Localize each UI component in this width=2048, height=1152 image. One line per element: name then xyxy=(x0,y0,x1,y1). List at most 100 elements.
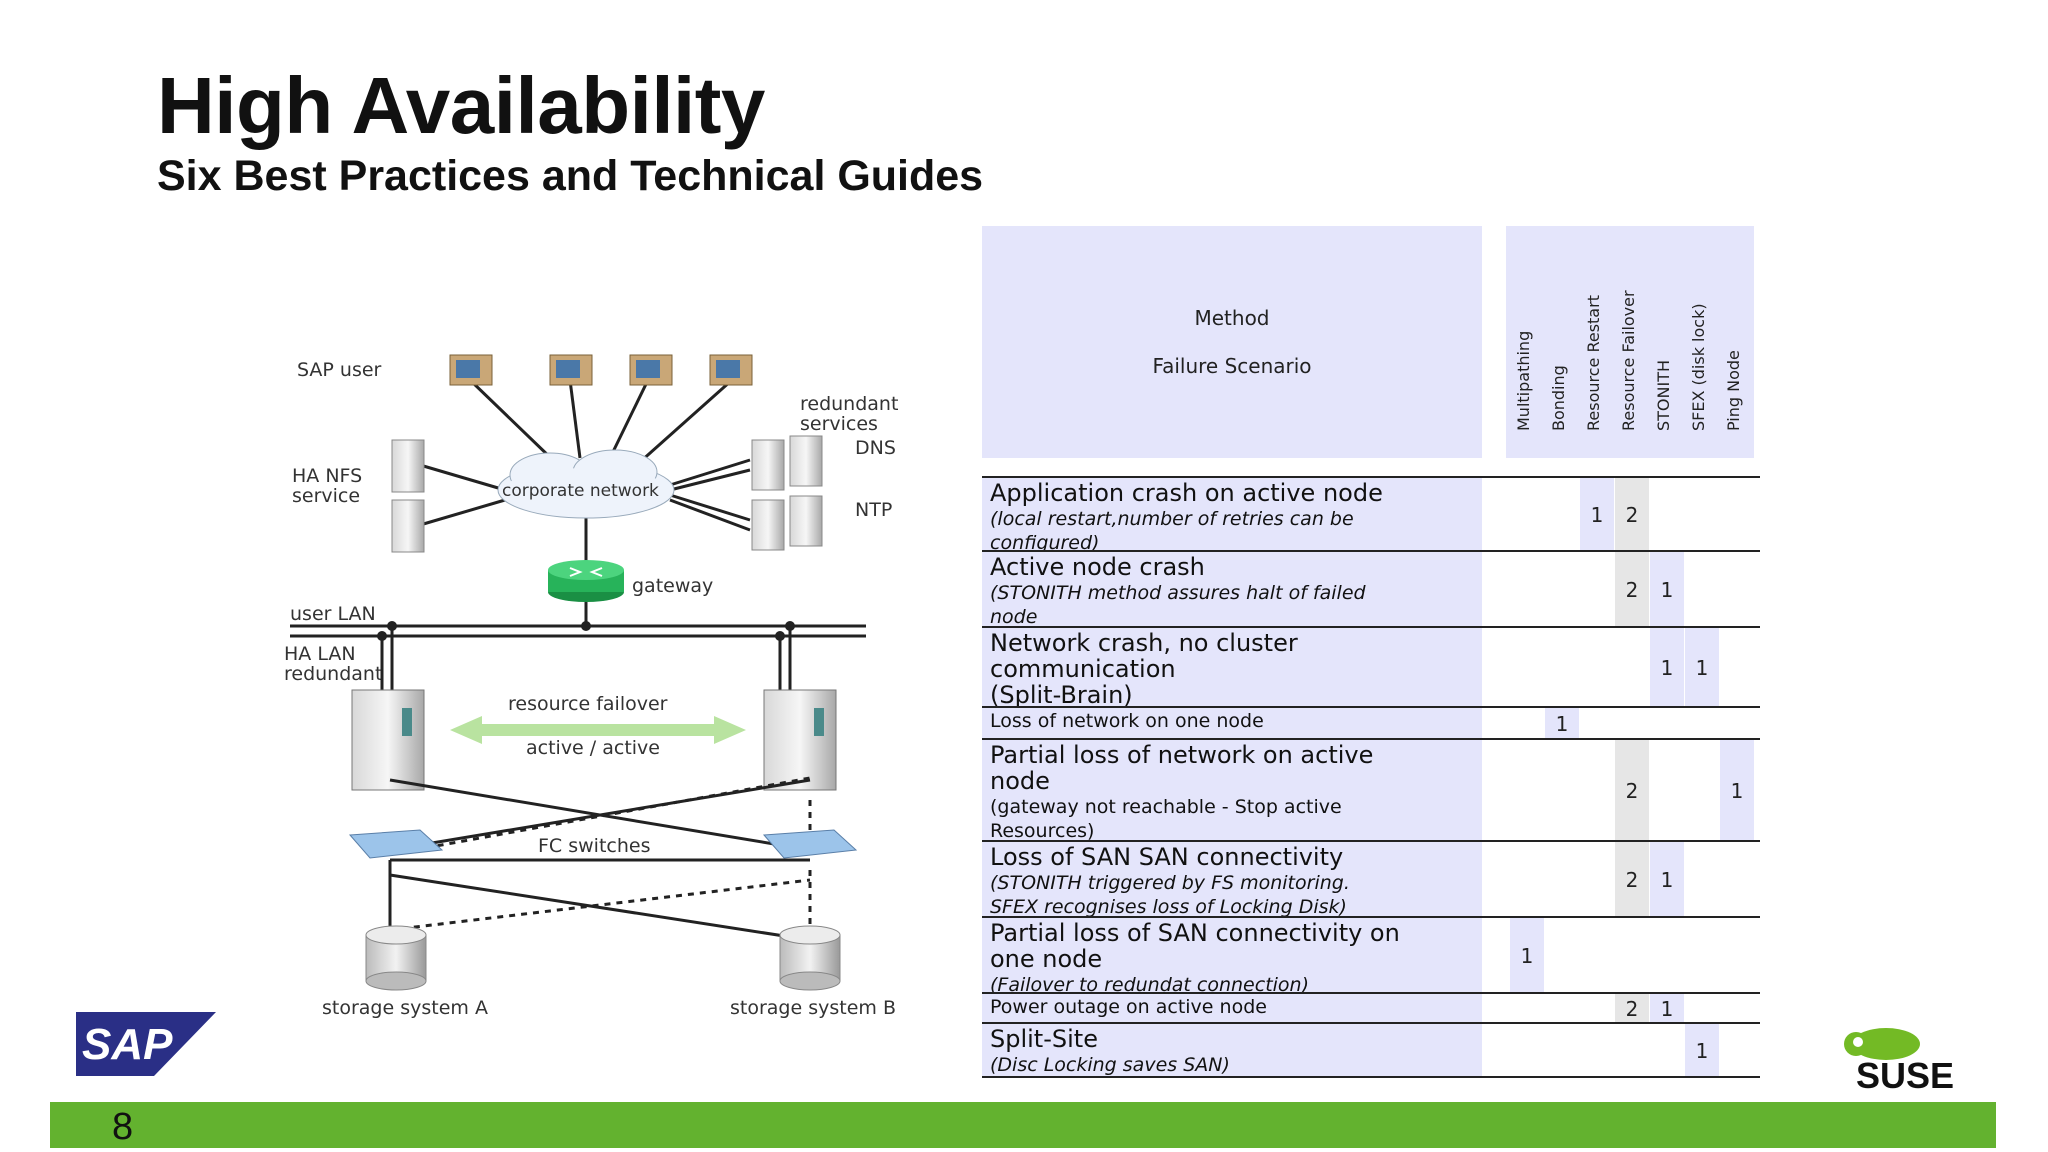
method-cell-value: 1 xyxy=(1660,578,1674,602)
column-header-label: SFEX (disk lock) xyxy=(1689,303,1708,431)
method-cell: 1 xyxy=(1650,994,1684,1024)
scenario-note: (gateway not reachable - Stop active xyxy=(990,796,1342,818)
scenario-title: node xyxy=(990,767,1050,795)
column-header-label: Resource Restart xyxy=(1584,295,1603,431)
table-row: Application crash on active node(local r… xyxy=(982,476,1760,554)
sap-user-label: SAP user xyxy=(297,359,382,381)
column-header: Ping Node xyxy=(1724,230,1744,450)
method-cell-value: 2 xyxy=(1625,503,1639,527)
active-active-label: active / active xyxy=(526,737,660,759)
method-cell-value: 2 xyxy=(1625,779,1639,803)
method-cell-value: 1 xyxy=(1660,868,1674,892)
column-header-label: Ping Node xyxy=(1724,350,1743,431)
method-cell: 1 xyxy=(1545,708,1579,740)
scenario-title: Active node crash xyxy=(990,553,1205,581)
table-row: Loss of network on one node 1 xyxy=(982,706,1760,740)
redundant-services-label-1: redundant xyxy=(800,393,898,415)
scenario-note: (local restart,number of retries can be xyxy=(990,508,1354,530)
suse-logo: SUSE xyxy=(1844,1028,1954,1092)
scenario-note: Resources) xyxy=(990,820,1095,842)
method-cell-value: 1 xyxy=(1520,944,1534,968)
table-row: Active node crash(STONITH method assures… xyxy=(982,550,1760,628)
ha-lan-label-2: redundant xyxy=(284,663,382,685)
table-header-columns: Multipathing Bonding Resource Restart Resou… xyxy=(1506,226,1754,458)
table-row: Split-Site(Disc Locking saves SAN) 1 xyxy=(982,1022,1760,1078)
method-cell-value: 2 xyxy=(1625,868,1639,892)
storage-system-a xyxy=(365,925,427,991)
ha-network-diagram: SAP user HA NFS service corporate networ… xyxy=(284,354,898,1019)
scenario-note: SFEX recognises loss of Locking Disk) xyxy=(990,896,1347,918)
ntp-label: NTP xyxy=(855,499,892,521)
scenario-title: (Split-Brain) xyxy=(990,681,1133,709)
method-cell: 2 xyxy=(1615,478,1649,552)
scenario-title: Loss of SAN SAN connectivity xyxy=(990,843,1344,871)
method-cell: 1 xyxy=(1510,918,1544,994)
dns-label: DNS xyxy=(855,437,896,459)
scenario-note: (Disc Locking saves SAN) xyxy=(990,1054,1230,1076)
method-cell-value: 1 xyxy=(1730,779,1744,803)
scenario-title: Application crash on active node xyxy=(990,479,1383,507)
column-header-label: STONITH xyxy=(1654,359,1673,431)
scenario-note: (STONITH method assures halt of failed xyxy=(990,582,1366,604)
column-header-label: Bonding xyxy=(1549,365,1568,431)
storage-a-label: storage system A xyxy=(322,997,488,1019)
user-lan-label: user LAN xyxy=(290,603,376,625)
cluster-node-a xyxy=(351,689,425,791)
method-cell: 1 xyxy=(1685,628,1719,708)
column-header: Resource Failover xyxy=(1619,230,1639,450)
table-bottom-border xyxy=(982,1076,1760,1078)
method-cell-value: 2 xyxy=(1625,578,1639,602)
method-cell-value: 1 xyxy=(1660,656,1674,680)
failure-scenario-cell: Active node crash(STONITH method assures… xyxy=(982,552,1482,628)
page-subtitle: Six Best Practices and Technical Guides xyxy=(157,152,984,200)
column-header: Resource Restart xyxy=(1584,230,1604,450)
ha-nfs-label-1: HA NFS xyxy=(292,465,362,487)
scenario-note: (STONITH triggered by FS monitoring. xyxy=(990,872,1350,894)
scenario-title: Loss of network on one node xyxy=(990,710,1264,732)
failure-scenario-cell: Power outage on active node xyxy=(982,994,1482,1024)
method-cell: 1 xyxy=(1580,478,1614,552)
corporate-network-label: corporate network xyxy=(502,481,659,501)
method-cell: 2 xyxy=(1615,994,1649,1024)
page-title: High Availability xyxy=(157,61,765,150)
scenario-note: (Failover to redundat connection) xyxy=(990,974,1310,996)
method-cell: 1 xyxy=(1720,740,1754,842)
failure-scenario-table: Method Failure Scenario Multipathing Bond… xyxy=(982,226,1760,1078)
method-cell: 1 xyxy=(1685,1024,1719,1078)
sap-logo: SAP xyxy=(76,1012,216,1076)
column-header: STONITH xyxy=(1654,230,1674,450)
svg-text:SAP: SAP xyxy=(82,1020,173,1069)
cluster-node-b xyxy=(763,689,837,791)
method-cell: 2 xyxy=(1615,842,1649,918)
scenario-title: Split-Site xyxy=(990,1025,1098,1053)
redundant-services-label-2: services xyxy=(800,413,878,435)
column-header: Bonding xyxy=(1549,230,1569,450)
gateway-label: gateway xyxy=(632,575,713,597)
scenario-title: Partial loss of network on active xyxy=(990,741,1374,769)
column-header: Multipathing xyxy=(1514,230,1534,450)
svg-text:SUSE: SUSE xyxy=(1856,1055,1954,1092)
table-header-method: Method Failure Scenario xyxy=(982,226,1482,458)
gateway-router xyxy=(548,560,624,602)
page-number: 8 xyxy=(112,1106,134,1148)
method-cell-value: 1 xyxy=(1590,503,1604,527)
fc-switches-label: FC switches xyxy=(538,835,650,857)
failure-scenario-cell: Loss of SAN SAN connectivity(STONITH tri… xyxy=(982,842,1482,918)
scenario-title: one node xyxy=(990,945,1103,973)
scenario-title: Network crash, no cluster xyxy=(990,629,1298,657)
method-cell-value: 1 xyxy=(1555,712,1569,736)
method-cell-value: 1 xyxy=(1660,997,1674,1021)
table-row: Loss of SAN SAN connectivity(STONITH tri… xyxy=(982,840,1760,918)
method-cell: 1 xyxy=(1650,842,1684,918)
ha-nfs-label-2: service xyxy=(292,485,360,507)
storage-b-label: storage system B xyxy=(730,997,896,1019)
scenario-title: communication xyxy=(990,655,1176,683)
failure-scenario-header: Failure Scenario xyxy=(1152,354,1312,378)
method-cell: 2 xyxy=(1615,552,1649,628)
column-header-label: Multipathing xyxy=(1514,330,1533,431)
storage-system-b xyxy=(779,925,841,991)
method-cell-value: 1 xyxy=(1695,656,1709,680)
